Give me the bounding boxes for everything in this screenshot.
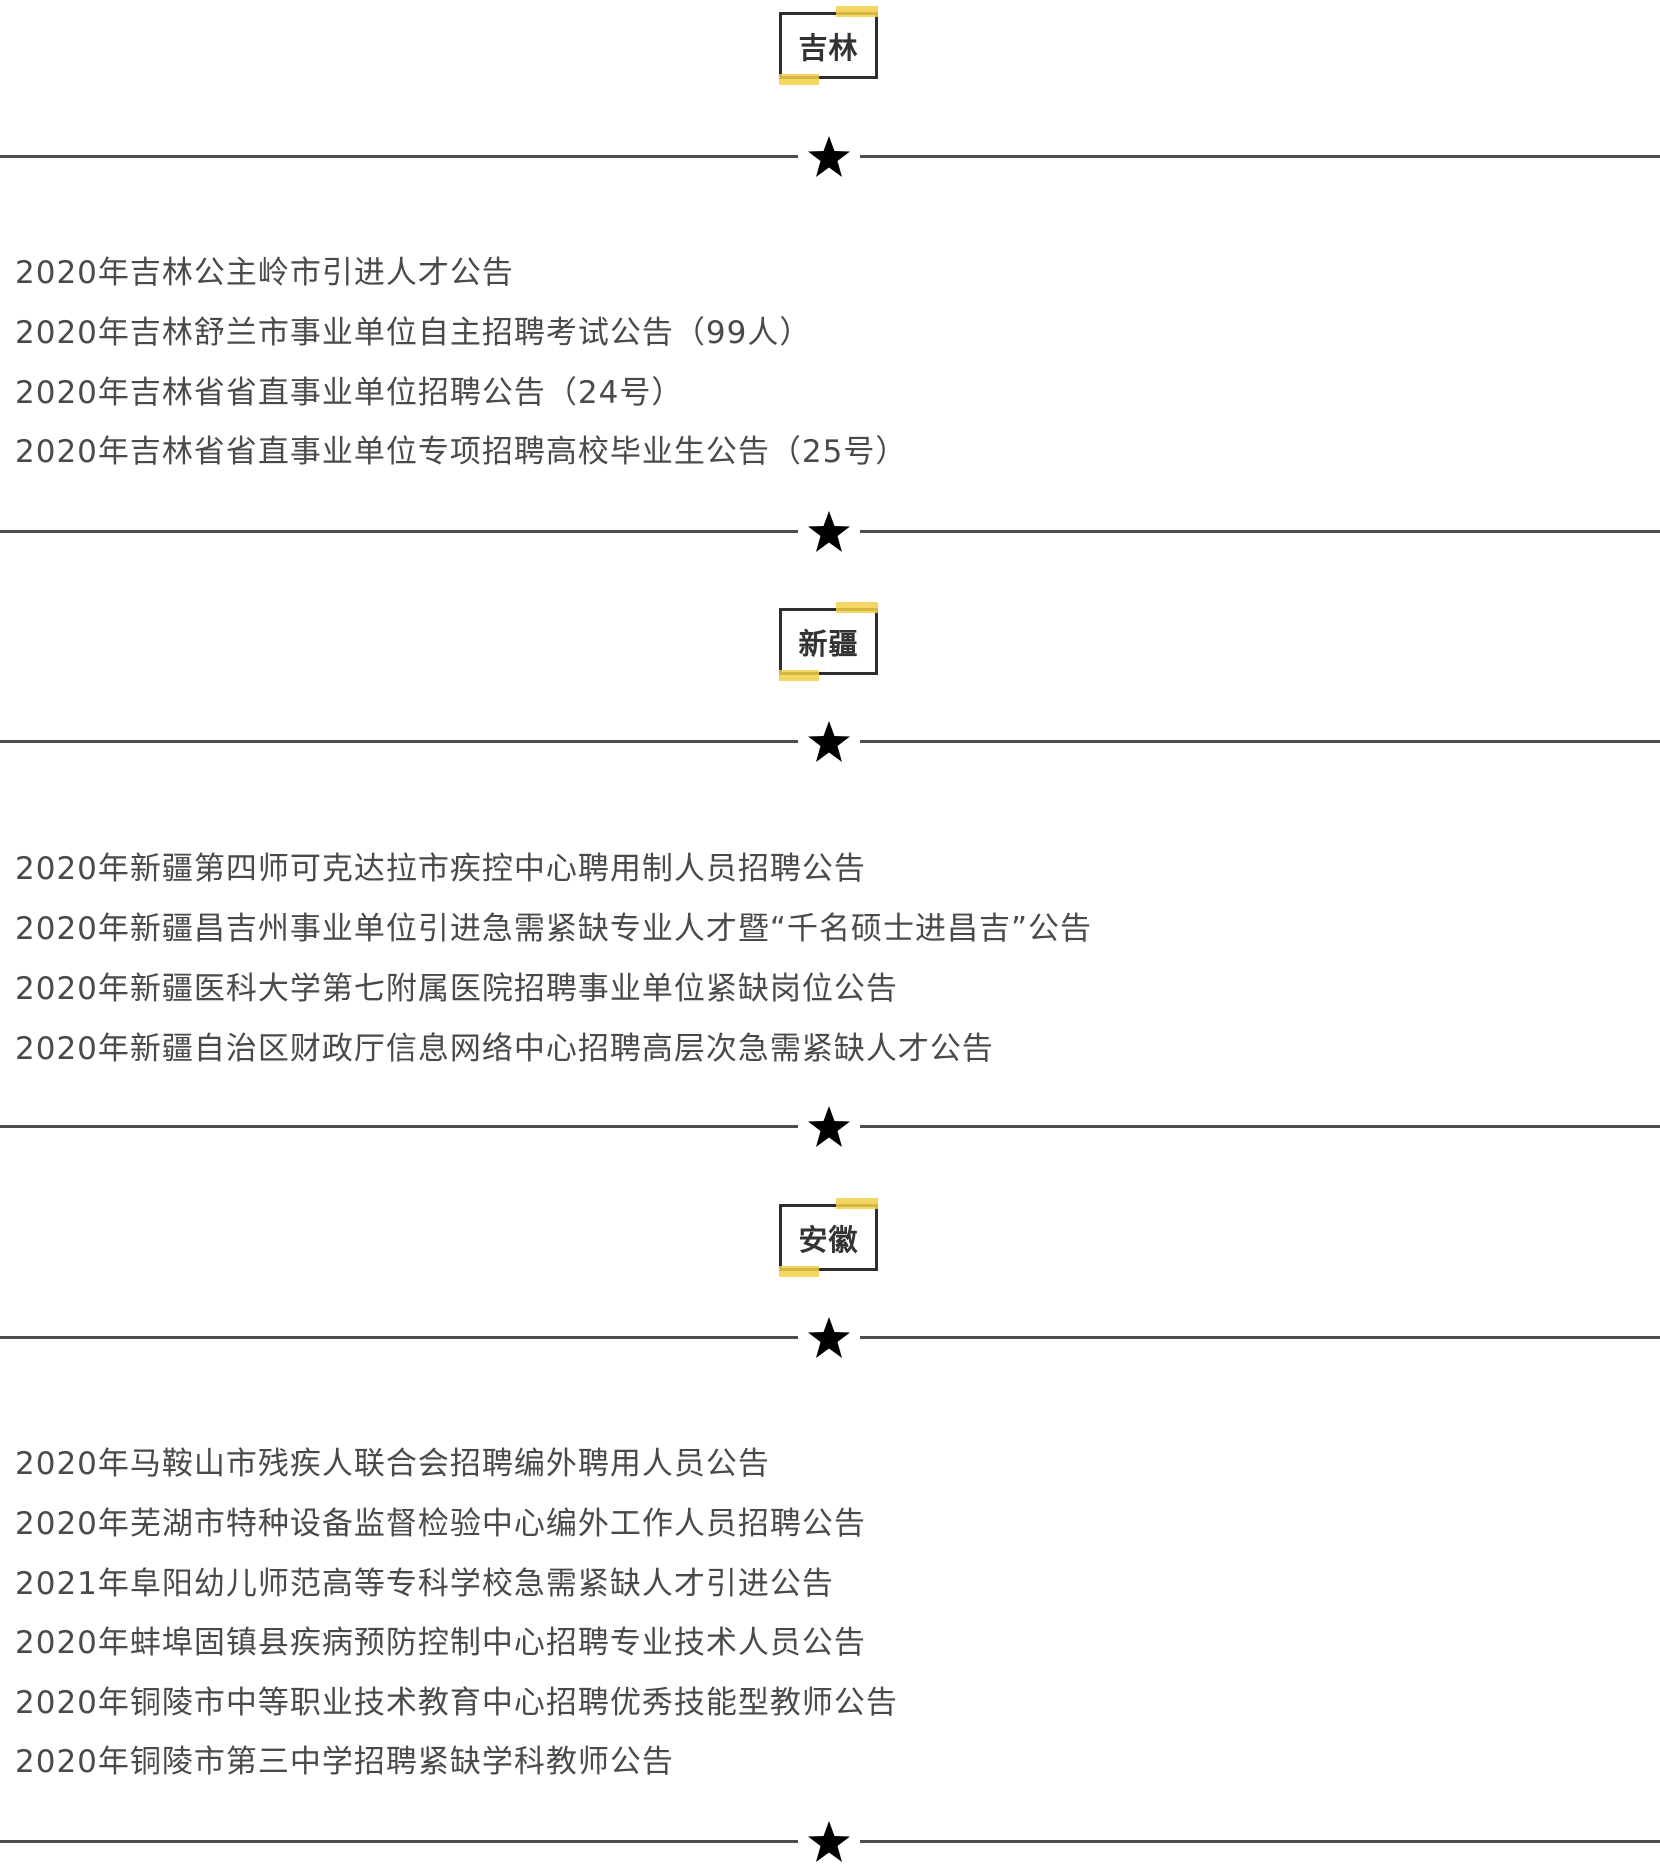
list-item[interactable]: 2020年吉林舒兰市事业单位自主招聘考试公告（99人） — [15, 315, 812, 351]
list-item[interactable]: 2020年新疆昌吉州事业单位引进急需紧缺专业人才暨“千名硕士进昌吉”公告 — [15, 911, 1093, 947]
section-title-jilin: 吉林 — [779, 6, 878, 85]
star-icon — [808, 1821, 850, 1862]
highlight-accent — [836, 6, 878, 17]
highlight-accent — [779, 670, 819, 681]
star-icon — [808, 136, 850, 177]
list-item[interactable]: 2020年铜陵市第三中学招聘紧缺学科教师公告 — [15, 1744, 674, 1780]
list-item[interactable]: 2020年铜陵市中等职业技术教育中心招聘优秀技能型教师公告 — [15, 1685, 898, 1721]
highlight-accent — [836, 1198, 878, 1209]
list-item[interactable]: 2021年阜阳幼儿师范高等专科学校急需紧缺人才引进公告 — [15, 1566, 834, 1602]
list-item[interactable]: 2020年芜湖市特种设备监督检验中心编外工作人员招聘公告 — [15, 1506, 866, 1542]
list-item[interactable]: 2020年新疆第四师可克达拉市疾控中心聘用制人员招聘公告 — [15, 851, 866, 887]
section-title-anhui: 安徽 — [779, 1198, 878, 1277]
divider — [0, 720, 1660, 764]
star-icon — [808, 1317, 850, 1358]
list-item[interactable]: 2020年新疆自治区财政厅信息网络中心招聘高层次急需紧缺人才公告 — [15, 1031, 994, 1067]
divider — [0, 510, 1660, 554]
highlight-accent — [779, 74, 819, 85]
section-title-text: 安徽 — [798, 1222, 859, 1257]
highlight-accent — [779, 1266, 819, 1277]
highlight-accent — [836, 602, 878, 613]
divider — [0, 1820, 1660, 1864]
list-item[interactable]: 2020年马鞍山市残疾人联合会招聘编外聘用人员公告 — [15, 1446, 770, 1482]
section-title-text: 新疆 — [798, 626, 859, 661]
section-title-xinjiang: 新疆 — [779, 602, 878, 681]
list-item[interactable]: 2020年吉林公主岭市引进人才公告 — [15, 255, 514, 291]
list-item[interactable]: 2020年蚌埠固镇县疾病预防控制中心招聘专业技术人员公告 — [15, 1625, 866, 1661]
list-item[interactable]: 2020年吉林省省直事业单位专项招聘高校毕业生公告（25号） — [15, 434, 908, 470]
section-title-text: 吉林 — [798, 30, 859, 65]
divider — [0, 1316, 1660, 1360]
star-icon — [808, 721, 850, 762]
list-item[interactable]: 2020年吉林省省直事业单位招聘公告（24号） — [15, 375, 684, 411]
list-item[interactable]: 2020年新疆医科大学第七附属医院招聘事业单位紧缺岗位公告 — [15, 971, 898, 1007]
star-icon — [808, 511, 850, 552]
divider — [0, 135, 1660, 179]
star-icon — [808, 1106, 850, 1147]
divider — [0, 1105, 1660, 1149]
